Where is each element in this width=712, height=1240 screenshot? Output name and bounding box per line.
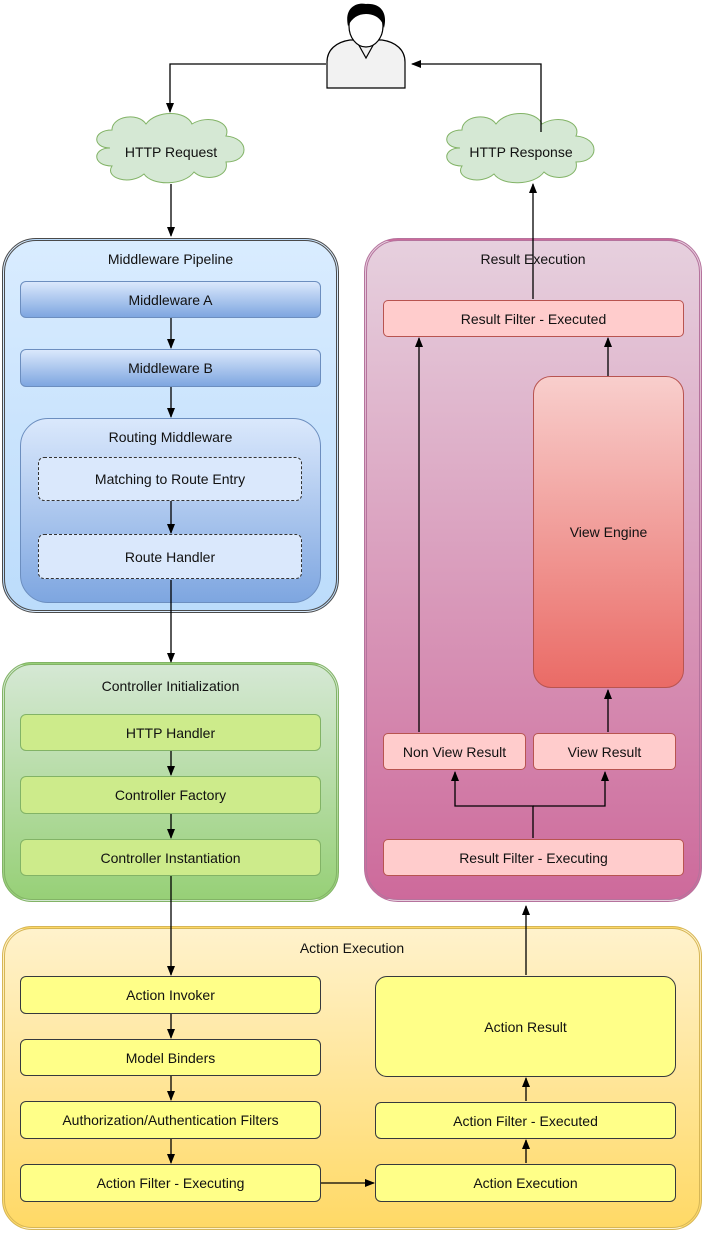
model-binders-box: Model Binders — [20, 1039, 321, 1076]
result-filter-executing-box: Result Filter - Executing — [383, 839, 684, 876]
view-engine-box: View Engine — [533, 376, 684, 688]
auth-filters-box: Authorization/Authentication Filters — [20, 1101, 321, 1139]
controller-initialization-title: Controller Initialization — [101, 678, 240, 694]
action-result-box: Action Result — [375, 976, 676, 1077]
result-execution-title: Result Execution — [480, 251, 586, 267]
action-filter-executed-box: Action Filter - Executed — [375, 1102, 676, 1139]
http-request-label: HTTP Request — [124, 144, 218, 160]
middleware-pipeline-title: Middleware Pipeline — [107, 251, 234, 267]
matching-route-entry-box: Matching to Route Entry — [38, 457, 302, 501]
response-to-user-arrow — [411, 60, 542, 132]
controller-instantiation-box: Controller Instantiation — [20, 839, 321, 876]
route-handler-box: Route Handler — [38, 534, 302, 579]
user-to-request-arrow — [166, 63, 326, 113]
routing-middleware-title: Routing Middleware — [108, 429, 233, 445]
http-response-label: HTTP Response — [469, 144, 573, 160]
view-result-box: View Result — [533, 733, 676, 770]
non-view-result-box: Non View Result — [383, 733, 526, 770]
action-execution-box: Action Execution — [375, 1164, 676, 1202]
http-handler-box: HTTP Handler — [20, 714, 321, 751]
result-filter-executed-box: Result Filter - Executed — [383, 300, 684, 337]
action-execution-title: Action Execution — [299, 940, 405, 956]
action-invoker-box: Action Invoker — [20, 976, 321, 1014]
controller-factory-box: Controller Factory — [20, 776, 321, 814]
user-icon — [326, 2, 406, 90]
action-filter-executing-box: Action Filter - Executing — [20, 1164, 321, 1202]
middleware-a-box: Middleware A — [20, 281, 321, 318]
middleware-b-box: Middleware B — [20, 349, 321, 387]
